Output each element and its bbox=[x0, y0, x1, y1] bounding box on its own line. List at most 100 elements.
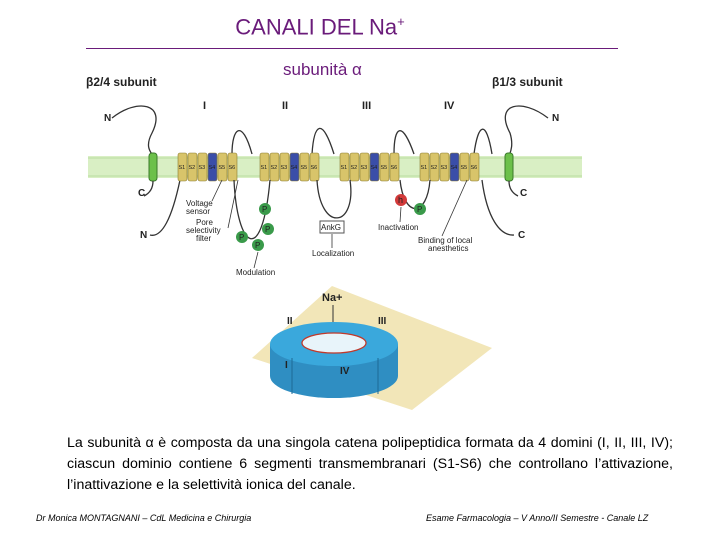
phospho-site: P bbox=[252, 239, 264, 251]
segment-label: S2 bbox=[189, 165, 196, 171]
segment-helix bbox=[197, 152, 208, 182]
segment-label: S1 bbox=[341, 165, 348, 171]
caption-paragraph: La subunità α è composta da una singola … bbox=[67, 435, 673, 493]
svg-text:P: P bbox=[265, 225, 270, 234]
svg-text:P: P bbox=[417, 205, 422, 214]
cylinder-domain-i: I bbox=[285, 360, 288, 371]
segment-helix bbox=[289, 152, 300, 182]
segment-label: S2 bbox=[271, 165, 278, 171]
segment-helix bbox=[279, 152, 290, 182]
segment-label: S4 bbox=[209, 165, 216, 171]
inactivation-label: Inactivation bbox=[378, 223, 418, 232]
segment-helix bbox=[379, 152, 390, 182]
segment-label: S4 bbox=[291, 165, 298, 171]
segment-helix bbox=[187, 152, 198, 182]
segment-label: S4 bbox=[371, 165, 378, 171]
beta-left-n: N bbox=[104, 113, 111, 124]
modulation-label: Modulation bbox=[236, 268, 275, 277]
alpha-n-chain bbox=[149, 179, 181, 236]
domain-label-iv: IV bbox=[444, 100, 455, 112]
segment-helix bbox=[207, 152, 218, 182]
beta-right-c: C bbox=[520, 188, 527, 199]
segment-label: S1 bbox=[179, 165, 186, 171]
segment-label: S5 bbox=[461, 165, 468, 171]
svg-text:P: P bbox=[255, 241, 260, 250]
segment-label: S5 bbox=[219, 165, 226, 171]
inactivation-gate: h bbox=[395, 194, 407, 206]
sodium-channel-diagram: β2/4 subunit β1/3 subunit I II III IV N … bbox=[86, 75, 582, 410]
svg-text:P: P bbox=[262, 205, 267, 214]
pore-filter-pointer bbox=[227, 179, 239, 229]
beta-right-helix bbox=[504, 152, 514, 182]
cylinder-domain-iii: III bbox=[378, 316, 387, 327]
segment-label: S1 bbox=[421, 165, 428, 171]
domain-label-iii: III bbox=[362, 100, 371, 112]
segment-label: S5 bbox=[381, 165, 388, 171]
slide-subtitle: subunità α bbox=[283, 60, 362, 79]
segment-helix bbox=[369, 152, 380, 182]
beta-right-extracellular-loop bbox=[504, 105, 549, 157]
footer-course: Esame Farmacologia – V Anno/II Semestre … bbox=[426, 513, 649, 523]
sodium-ion-label: Na+ bbox=[322, 292, 343, 304]
beta-left-label: β2/4 subunit bbox=[86, 75, 157, 89]
segment-helix bbox=[359, 152, 370, 182]
domain-label-ii: II bbox=[282, 100, 288, 112]
segment-helix bbox=[217, 152, 228, 182]
binding-pointer bbox=[441, 179, 468, 237]
segment-label: S2 bbox=[431, 165, 438, 171]
modulation-pointer bbox=[253, 251, 259, 269]
alpha-extracellular-loops bbox=[231, 127, 493, 155]
title-rule bbox=[86, 48, 618, 49]
segment-label: S2 bbox=[351, 165, 358, 171]
segment-helix bbox=[339, 152, 350, 182]
svg-text:P: P bbox=[239, 233, 244, 242]
beta-right-n: N bbox=[552, 113, 559, 124]
alpha-c-terminus: C bbox=[518, 230, 525, 241]
phospho-site: P bbox=[262, 223, 274, 235]
beta-right-tail bbox=[508, 180, 519, 197]
segment-helix bbox=[177, 152, 188, 182]
segment-helix bbox=[459, 152, 470, 182]
cylinder-domain-ii: II bbox=[287, 316, 293, 327]
voltage-sensor-pointer bbox=[211, 179, 223, 202]
phospho-site: P bbox=[236, 231, 248, 243]
inactivation-pointer bbox=[399, 206, 402, 223]
segment-helix bbox=[429, 152, 440, 182]
footer-author: Dr Monica MONTAGNANI – CdL Medicina e Ch… bbox=[36, 513, 252, 523]
beta-left-extracellular-loop bbox=[111, 105, 157, 157]
segment-helix bbox=[419, 152, 430, 182]
segment-helix bbox=[349, 152, 360, 182]
segment-label: S1 bbox=[261, 165, 268, 171]
slide-title: CANALI DEL Na+ bbox=[235, 14, 405, 40]
phospho-site: P bbox=[414, 203, 426, 215]
segment-helix bbox=[269, 152, 280, 182]
segment-label: S3 bbox=[441, 165, 448, 171]
segment-label: S3 bbox=[199, 165, 206, 171]
channel-pore bbox=[301, 332, 367, 354]
alpha-n-terminus: N bbox=[140, 230, 147, 241]
segment-label: S3 bbox=[281, 165, 288, 171]
localization-label: Localization bbox=[312, 249, 354, 258]
segment-label: S5 bbox=[301, 165, 308, 171]
cylinder-domain-iv: IV bbox=[340, 366, 350, 377]
ankg-label: AnkG bbox=[321, 223, 341, 232]
beta-left-tail bbox=[143, 180, 154, 197]
segment-helix bbox=[299, 152, 310, 182]
segment-helix bbox=[439, 152, 450, 182]
phospho-site: P bbox=[259, 203, 271, 215]
segment-helix bbox=[259, 152, 270, 182]
alpha-c-chain bbox=[481, 179, 515, 236]
domain-label-i: I bbox=[203, 100, 206, 112]
segment-label: S6 bbox=[471, 165, 478, 171]
segment-label: S4 bbox=[451, 165, 458, 171]
beta-left-helix bbox=[148, 152, 158, 182]
segment-helix bbox=[449, 152, 460, 182]
intracellular-linker-ii-iii bbox=[316, 179, 352, 219]
segment-label: S6 bbox=[391, 165, 398, 171]
beta-left-c: C bbox=[138, 188, 145, 199]
segment-label: S6 bbox=[311, 165, 318, 171]
